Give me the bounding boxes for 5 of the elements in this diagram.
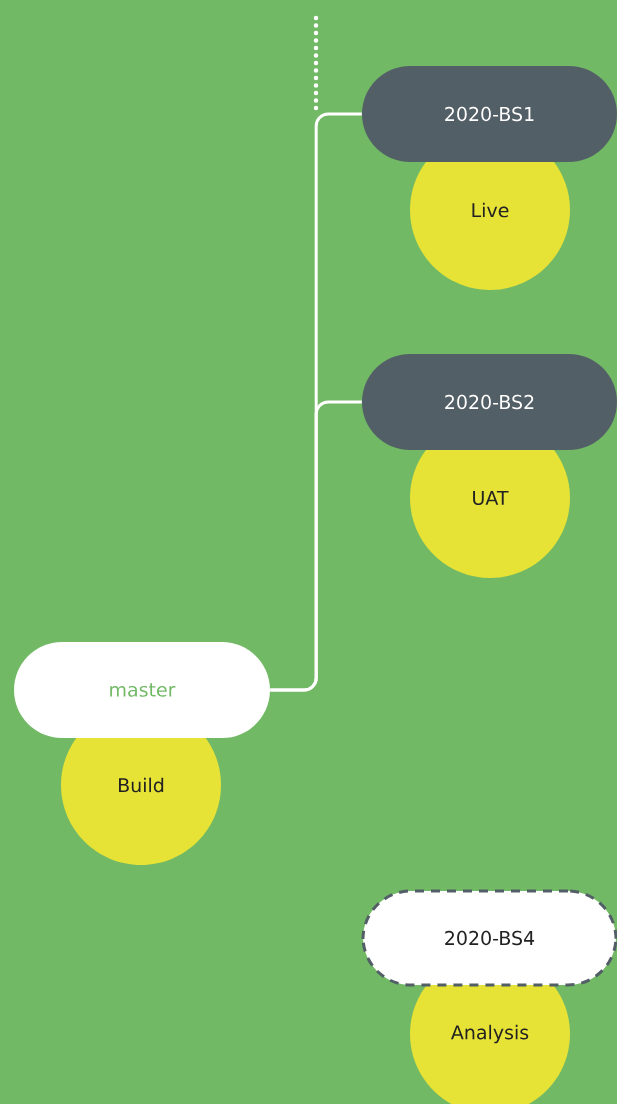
branch-line xyxy=(270,400,362,692)
branch-pill: 2020-BS2 xyxy=(362,354,617,450)
dashed-branch-pill: 2020-BS4 xyxy=(361,889,617,987)
branch-pill: master xyxy=(14,642,270,738)
branch-pill: 2020-BS1 xyxy=(362,66,617,162)
